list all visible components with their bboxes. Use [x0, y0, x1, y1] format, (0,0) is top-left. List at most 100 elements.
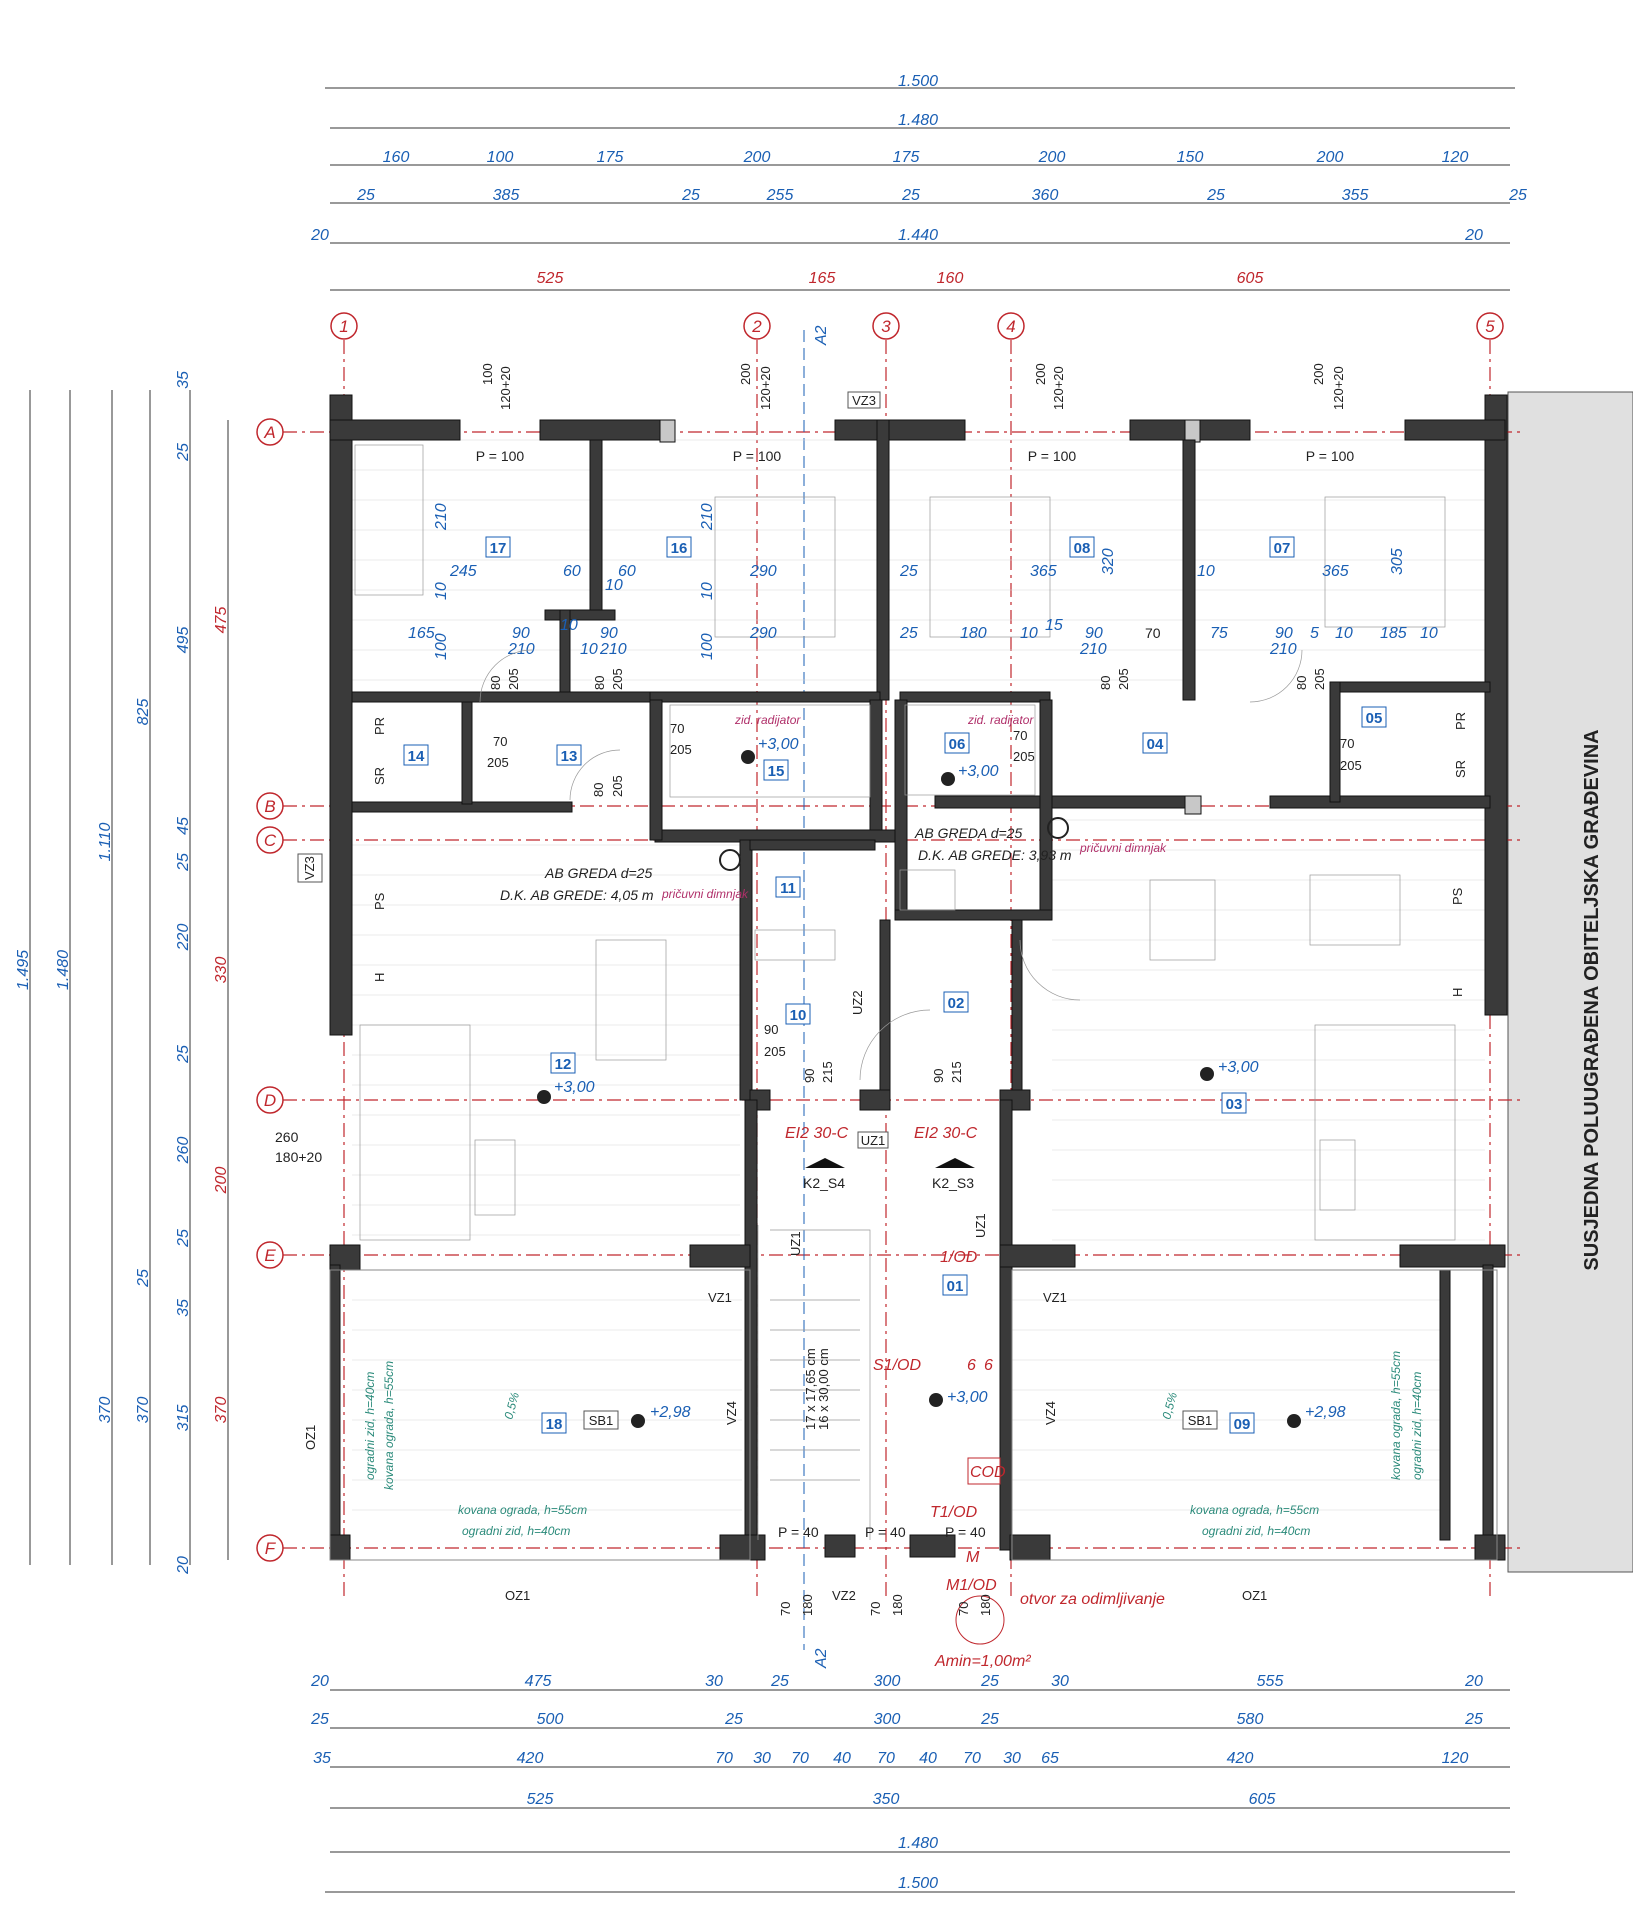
vz3-left: VZ3 — [302, 856, 317, 880]
r08-d7: 90 — [1085, 625, 1103, 642]
room-07: 07 — [1274, 540, 1291, 557]
parapet-4: P = 100 — [1306, 448, 1355, 464]
door-18: 90 — [764, 1022, 778, 1037]
door-21: 215 — [820, 1061, 835, 1083]
r08-d1: 365 — [1030, 563, 1057, 580]
door-5: 205 — [1116, 668, 1131, 690]
od-1: 1/OD — [940, 1249, 978, 1266]
uz1-a: UZ1 — [861, 1133, 886, 1148]
left-dim-a9: 35 — [175, 1299, 192, 1317]
bot-r3-11: 65 — [1041, 1750, 1059, 1767]
r16-d7: 10 — [580, 641, 598, 658]
room-03: 03 — [1226, 1096, 1243, 1113]
bot-r2-4: 300 — [874, 1711, 901, 1728]
bottom-180c: 180 — [978, 1594, 993, 1616]
stair-left: K2_S4 — [803, 1175, 845, 1191]
axis-2: 2 — [751, 317, 762, 336]
r17-d2: 60 — [563, 563, 581, 580]
slope-left: 0,5% — [501, 1390, 522, 1420]
level-2: +3,00 — [958, 763, 999, 780]
left-dim-a7: 260 — [175, 1137, 192, 1165]
r16-d0: 60 — [618, 563, 636, 580]
room-18: 18 — [546, 1416, 563, 1433]
bot-r4-3: 605 — [1249, 1791, 1276, 1808]
left-dim-a6: 25 — [175, 1045, 192, 1064]
r07-d1: 365 — [1322, 563, 1349, 580]
r07-d8: 185 — [1380, 625, 1407, 642]
room-12: 12 — [555, 1056, 572, 1073]
window-labels: P = 100 P = 100 P = 100 P = 100 100 120+… — [476, 363, 1355, 464]
bot-r5-1: 1.480 — [898, 1835, 938, 1852]
railing-8: kovana ograda, h=55cm — [1389, 1351, 1403, 1480]
top-dim-r3-2: 100 — [487, 149, 514, 166]
door-20: 90 — [802, 1069, 817, 1083]
win-2b: 120+20 — [758, 366, 773, 410]
room-05: 05 — [1366, 710, 1383, 727]
top-dim-r4-9: 25 — [1508, 187, 1527, 204]
r16-d6: 210 — [599, 641, 627, 658]
top-dim-r5-3: 20 — [1464, 227, 1483, 244]
radiator-left: zid. radijator — [734, 713, 801, 727]
door-9: 205 — [487, 755, 509, 770]
chimney-right: pričuvni dimnjak — [1079, 841, 1167, 855]
section-marker-bottom: A2 — [813, 1648, 830, 1669]
bot-r3-5: 70 — [791, 1750, 809, 1767]
left-dim-825: 825 — [135, 699, 152, 726]
axis-3: 3 — [881, 317, 891, 336]
r16-d5: 90 — [600, 625, 618, 642]
beam-left-1: AB GREDA d=25 — [544, 865, 652, 881]
top-dim-1500: 1.500 — [898, 73, 938, 90]
ps-right: PS — [1450, 887, 1465, 905]
p40-b: P = 40 — [865, 1524, 906, 1540]
beam-left-2: D.K. AB GREDE: 4,05 m — [500, 887, 654, 903]
r17-d0: 210 — [433, 503, 450, 531]
p40-c: P = 40 — [945, 1524, 986, 1540]
left-dim-25c: 25 — [135, 1269, 152, 1288]
r07-d4: 90 — [1275, 625, 1293, 642]
cod: COD — [970, 1464, 1006, 1481]
top-dimensions: 1.500 1.480 160 100 175 200 175 200 150 … — [310, 73, 1527, 291]
level-5: +3,00 — [947, 1389, 988, 1406]
p40-a: P = 40 — [778, 1524, 819, 1540]
vz4-left: VZ4 — [724, 1401, 739, 1425]
door-19: 205 — [764, 1044, 786, 1059]
door-3: 205 — [610, 668, 625, 690]
vz2: VZ2 — [832, 1588, 856, 1603]
bottom-180b: 180 — [890, 1594, 905, 1616]
r08-d0: 25 — [899, 563, 918, 580]
furniture — [354, 444, 1456, 1540]
bot-r2-7: 25 — [1464, 1711, 1483, 1728]
win-3b: 120+20 — [1051, 366, 1066, 410]
bot-r1-5: 300 — [874, 1673, 901, 1690]
r17-d4: 90 — [512, 625, 530, 642]
door-11: 205 — [670, 742, 692, 757]
railing-4: ogradni zid, h=40cm — [1202, 1524, 1310, 1538]
door-1: 205 — [506, 668, 521, 690]
r07-d5: 210 — [1269, 641, 1297, 658]
pr-right: PR — [1453, 712, 1468, 730]
six-a: 6 — [967, 1357, 976, 1374]
neighbor-label: SUSJEDNA POLUUGRAĐENA OBITELJSKA GRAĐEVI… — [1581, 729, 1603, 1270]
floor-hatching — [352, 439, 1485, 1511]
door-2: 80 — [592, 676, 607, 690]
r07-d0: 10 — [1197, 563, 1215, 580]
bot-r2-5: 25 — [980, 1711, 999, 1728]
room-06: 06 — [949, 736, 966, 753]
top-dim-r3-6: 200 — [1038, 149, 1066, 166]
r17-d7: 100 — [433, 633, 450, 660]
oz1-left: OZ1 — [303, 1425, 318, 1450]
pr-left: PR — [372, 717, 387, 735]
level-1: +3,00 — [758, 736, 799, 753]
smoke-vent: otvor za odimljivanje — [1020, 1591, 1165, 1608]
left-dim-1495: 1.495 — [15, 950, 32, 990]
left-dimensions: 1.495 1.480 1.110 825 370 370 25 35 25 4… — [15, 371, 230, 1575]
r07-d6: 5 — [1310, 625, 1319, 642]
vz1-mid: VZ1 — [1043, 1290, 1067, 1305]
m-label: M — [966, 1549, 980, 1566]
sb1-left: SB1 — [589, 1413, 614, 1428]
axis-4: 4 — [1006, 317, 1015, 336]
window-180: 180+20 — [275, 1149, 322, 1165]
ps-left: PS — [372, 892, 387, 910]
bot-r1-6: 25 — [980, 1673, 999, 1690]
